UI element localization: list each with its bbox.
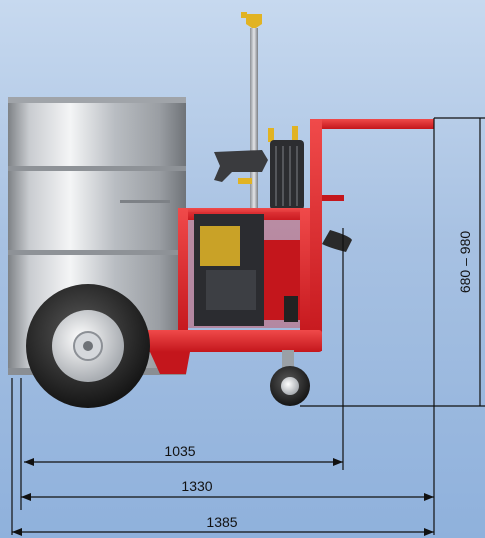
spray-gun <box>214 126 298 184</box>
extension-lines <box>11 117 485 535</box>
dimension-1035: 1035 <box>24 443 343 466</box>
engine-frame <box>178 208 310 338</box>
dimension-label-height: 680 – 980 <box>457 231 473 293</box>
hose-reel <box>270 140 304 210</box>
base-rail <box>140 330 322 374</box>
dimension-label-1330: 1330 <box>181 478 212 494</box>
large-wheel <box>26 284 150 408</box>
dimension-1385: 1385 <box>12 514 434 536</box>
push-handle <box>310 119 434 351</box>
dimension-height: 680 – 980 <box>457 118 481 406</box>
castor-wheel <box>270 350 310 406</box>
dimension-label-1035: 1035 <box>164 443 195 459</box>
lance-pole <box>241 12 262 228</box>
dimension-1330: 1330 <box>21 478 434 501</box>
dimension-label-1385: 1385 <box>206 514 237 530</box>
